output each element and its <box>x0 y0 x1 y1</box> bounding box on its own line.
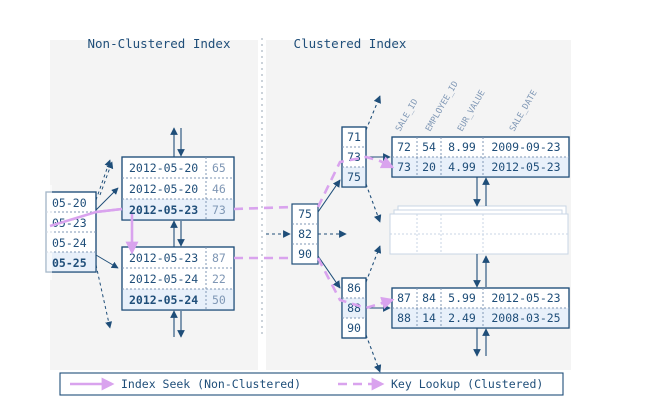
nc-leaf-link-arrows <box>170 127 185 338</box>
nc-leaf-key: 2012-05-20 <box>129 161 198 175</box>
legend-seek-label: Index Seek (Non-Clustered) <box>121 377 301 391</box>
c-leaf-cell: 72 <box>397 140 411 154</box>
nc-root-entry: 05-20 <box>52 196 87 210</box>
c-leaf-cell: 2008-03-25 <box>491 311 560 325</box>
c-leaf-cell: 4.99 <box>448 160 476 174</box>
c-leaf-cell: 2.49 <box>448 311 476 325</box>
non-clustered-title: Non-Clustered Index <box>88 36 231 51</box>
c-branch-entry: 73 <box>347 150 361 164</box>
c-leaf-cell: 20 <box>422 160 436 174</box>
c-leaf-cell: 73 <box>397 160 411 174</box>
c-leaf-cell: 88 <box>397 311 411 325</box>
nc-root-entry: 05-25 <box>52 256 87 270</box>
c-leaf-cell: 2012-05-23 <box>491 291 560 305</box>
nc-leaf-key: 2012-05-24 <box>129 293 198 307</box>
nc-leaf-key: 2012-05-20 <box>129 182 198 196</box>
nc-leaf-key: 2012-05-23 <box>129 251 198 265</box>
c-leaf-cell: 2012-05-23 <box>491 160 560 174</box>
key-lookup-path <box>233 155 395 310</box>
c-leaf-bottom: 87 84 5.99 2012-05-23 88 14 2.49 2008-03… <box>391 287 570 329</box>
nc-leaf-ref: 50 <box>212 293 226 307</box>
c-branch-entry: 86 <box>347 281 361 295</box>
nc-root-node: 05-20 05-23 05-24 05-25 <box>45 191 97 273</box>
c-root-entry: 75 <box>298 207 312 221</box>
c-root-arrows <box>266 179 347 289</box>
c-leaf-cell: 14 <box>422 311 436 325</box>
c-branch-entry: 71 <box>347 130 361 144</box>
nc-leaf-ref: 73 <box>212 203 226 217</box>
c-leaf-cell: 54 <box>422 140 436 154</box>
c-branch-bottom: 86 88 90 <box>341 277 367 339</box>
c-leaf-cell: 5.99 <box>448 291 476 305</box>
c-root-entry: 82 <box>298 227 312 241</box>
c-root-entry: 90 <box>298 247 312 261</box>
nc-root-fan-arrows <box>95 159 119 329</box>
nc-leaf-top: 2012-05-20 65 2012-05-20 46 2012-05-23 7… <box>121 156 235 221</box>
nc-root-entry: 05-24 <box>52 236 87 250</box>
clustered-title: Clustered Index <box>294 36 407 51</box>
c-branch-entry: 75 <box>347 170 361 184</box>
nc-leaf-ref: 87 <box>212 251 226 265</box>
c-branch-top: 71 73 75 <box>341 126 367 188</box>
c-leaf-cell: 84 <box>422 291 436 305</box>
nc-leaf-ref: 46 <box>212 182 226 196</box>
nc-leaf-ref: 65 <box>212 161 226 175</box>
c-leaf-top: 72 54 8.99 2009-09-23 73 20 4.99 2012-05… <box>391 136 570 178</box>
c-leaf-cell: 2009-09-23 <box>491 140 560 154</box>
nc-leaf-bottom: 2012-05-23 87 2012-05-24 22 2012-05-24 5… <box>121 246 235 311</box>
c-leaf-cell: 8.99 <box>448 140 476 154</box>
c-leaf-cell: 87 <box>397 291 411 305</box>
legend: Index Seek (Non-Clustered) Key Lookup (C… <box>59 372 564 396</box>
nc-leaf-ref: 22 <box>212 272 226 286</box>
c-leaf-ghost-pages <box>389 205 569 255</box>
nc-root-entry: 05-23 <box>52 216 87 230</box>
c-leaf-link-arrows <box>473 177 490 357</box>
nc-leaf-key: 2012-05-23 <box>129 203 198 217</box>
index-seek-path <box>49 207 139 255</box>
nc-leaf-key: 2012-05-24 <box>129 272 198 286</box>
c-branch-entry: 90 <box>347 321 361 335</box>
c-root-node: 75 82 90 <box>291 203 319 265</box>
legend-lookup-label: Key Lookup (Clustered) <box>391 377 543 391</box>
